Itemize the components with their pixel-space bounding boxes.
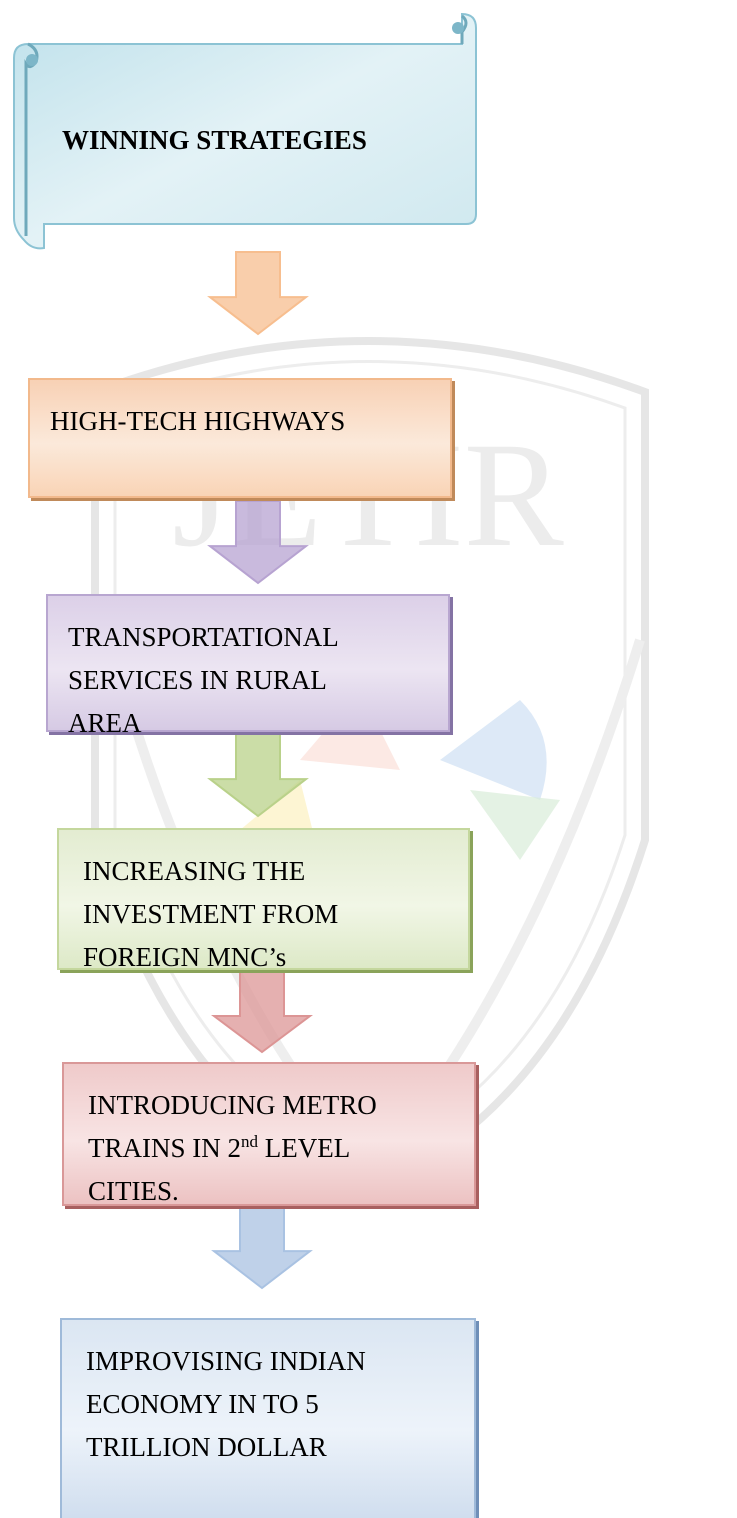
down-arrow-4 bbox=[211, 971, 313, 1054]
ordinal-suffix: nd bbox=[241, 1132, 258, 1151]
watermark-laurel-right bbox=[435, 638, 645, 1083]
watermark-petal-green bbox=[470, 790, 560, 860]
diagram-title: WINNING STRATEGIES bbox=[62, 125, 367, 155]
watermark-petal-blue bbox=[440, 700, 547, 800]
down-arrow-5 bbox=[211, 1205, 313, 1290]
step-1-text: HIGH-TECH HIGHWAYS bbox=[50, 406, 346, 436]
watermark-shield bbox=[91, 337, 649, 1195]
down-arrow-1 bbox=[207, 251, 309, 336]
down-arrow-2 bbox=[207, 500, 309, 585]
title-scroll bbox=[13, 12, 477, 250]
down-arrow-3 bbox=[207, 733, 309, 818]
step-high-tech-highways: HIGH-TECH HIGHWAYS bbox=[28, 378, 452, 498]
watermark-shield-inner bbox=[113, 360, 627, 1162]
